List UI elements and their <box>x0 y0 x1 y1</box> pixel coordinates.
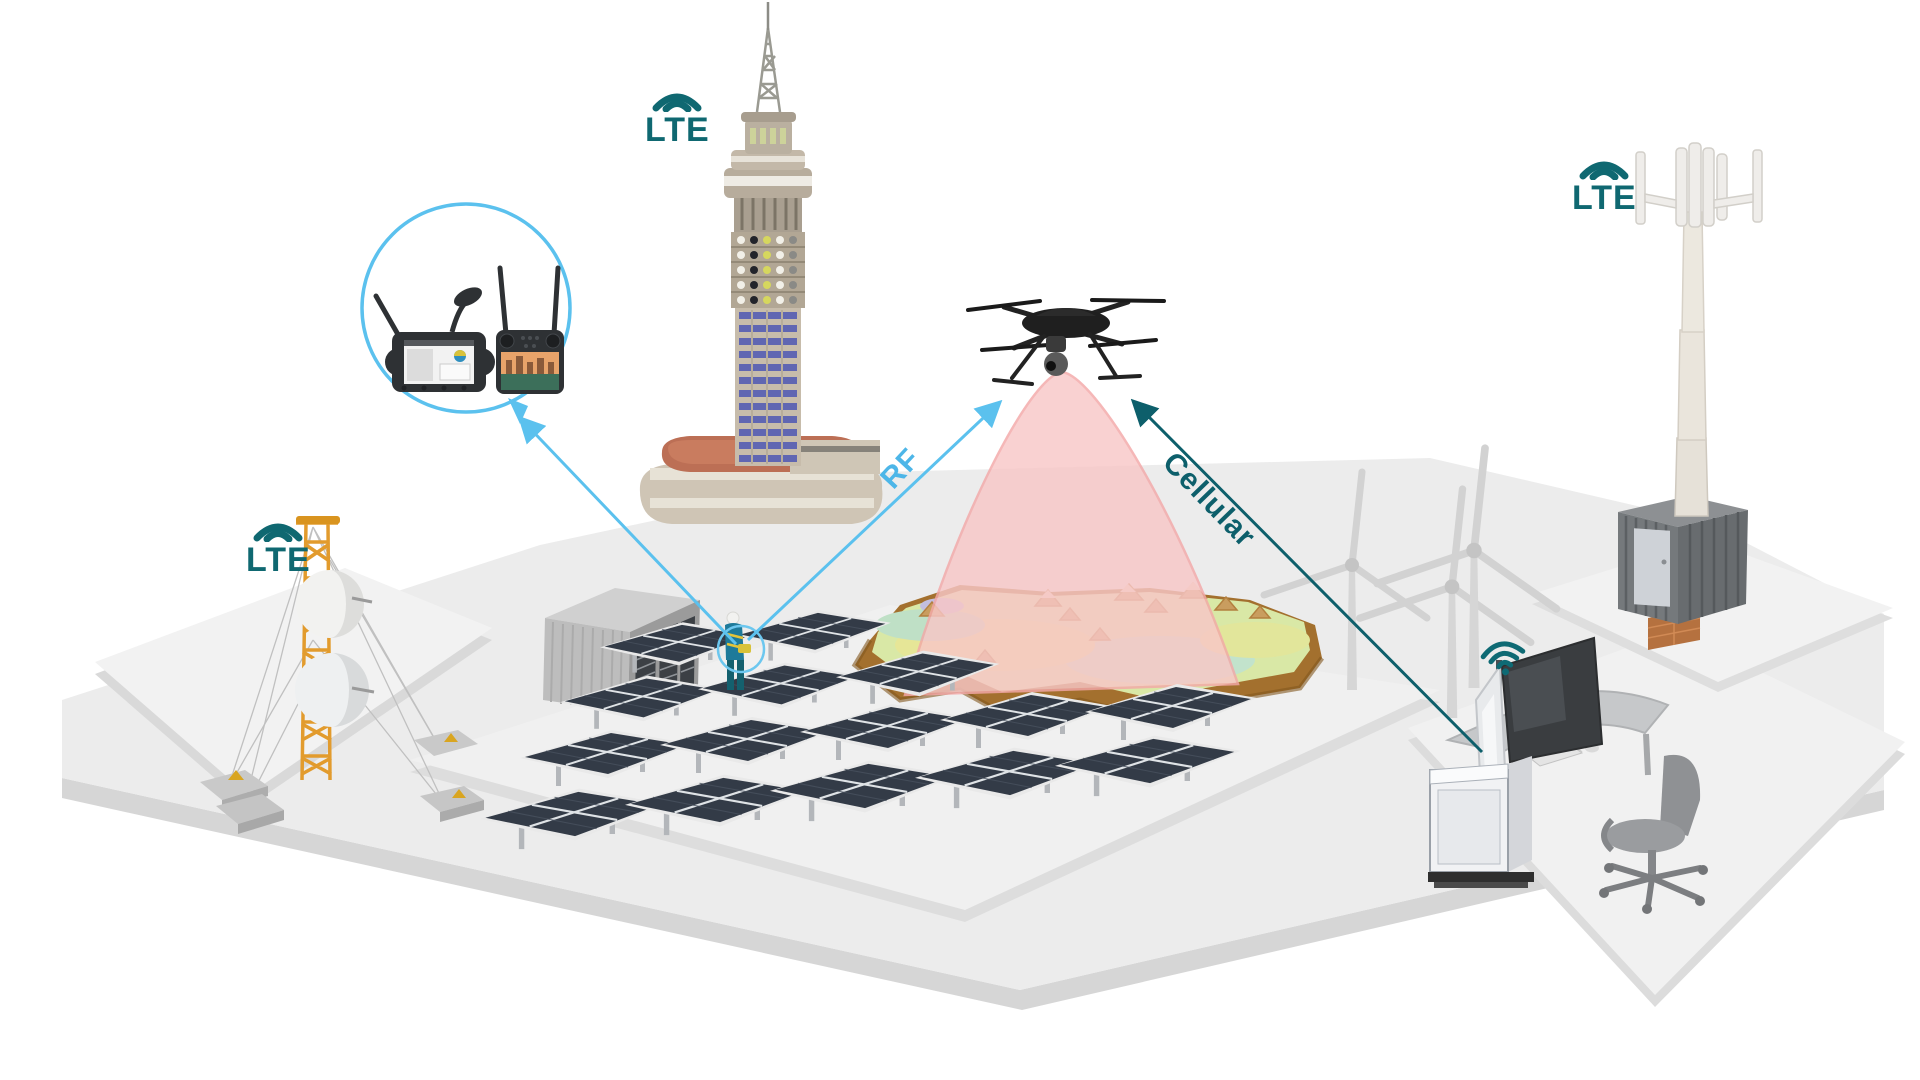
lte-cell-tower <box>1618 142 1763 650</box>
lte-badge-telecom-tower: LTE <box>645 84 710 147</box>
guyed-microwave-mast <box>200 516 484 834</box>
cellular-link-line <box>1130 398 1484 754</box>
inset-pointer <box>508 398 528 424</box>
link-line-to-controllers <box>517 415 738 646</box>
ground-control-desk <box>1428 636 1708 914</box>
lte-badge-cell-tower: LTE <box>1572 152 1637 215</box>
telecom-tower <box>639 2 883 524</box>
lte-label: LTE <box>1572 179 1637 217</box>
lte-label: LTE <box>645 111 710 149</box>
guy-anchors <box>200 730 484 834</box>
microwave-dishes <box>295 570 375 727</box>
antenna-panels <box>1635 142 1763 228</box>
mast-pad <box>95 568 492 795</box>
wifi-arcs-icon <box>1579 161 1629 180</box>
controller-right <box>496 265 564 394</box>
controller-highlight-circle <box>716 624 766 674</box>
scan-cone <box>903 370 1240 697</box>
remote-controllers-inset <box>360 202 572 424</box>
connection-lines <box>517 398 1484 754</box>
lte-label: LTE <box>246 541 311 579</box>
office-chair <box>1599 754 1708 914</box>
wifi-icon <box>1480 641 1526 676</box>
wifi-arcs-icon <box>652 93 702 112</box>
survey-drone <box>966 298 1166 386</box>
lte-badge-microwave-mast: LTE <box>246 514 311 577</box>
wifi-arcs-icon <box>253 523 303 542</box>
equipment-cabinet <box>1428 756 1534 888</box>
guy-wires <box>227 526 445 813</box>
rf-link-line <box>746 399 1003 642</box>
controller-left <box>373 287 495 392</box>
